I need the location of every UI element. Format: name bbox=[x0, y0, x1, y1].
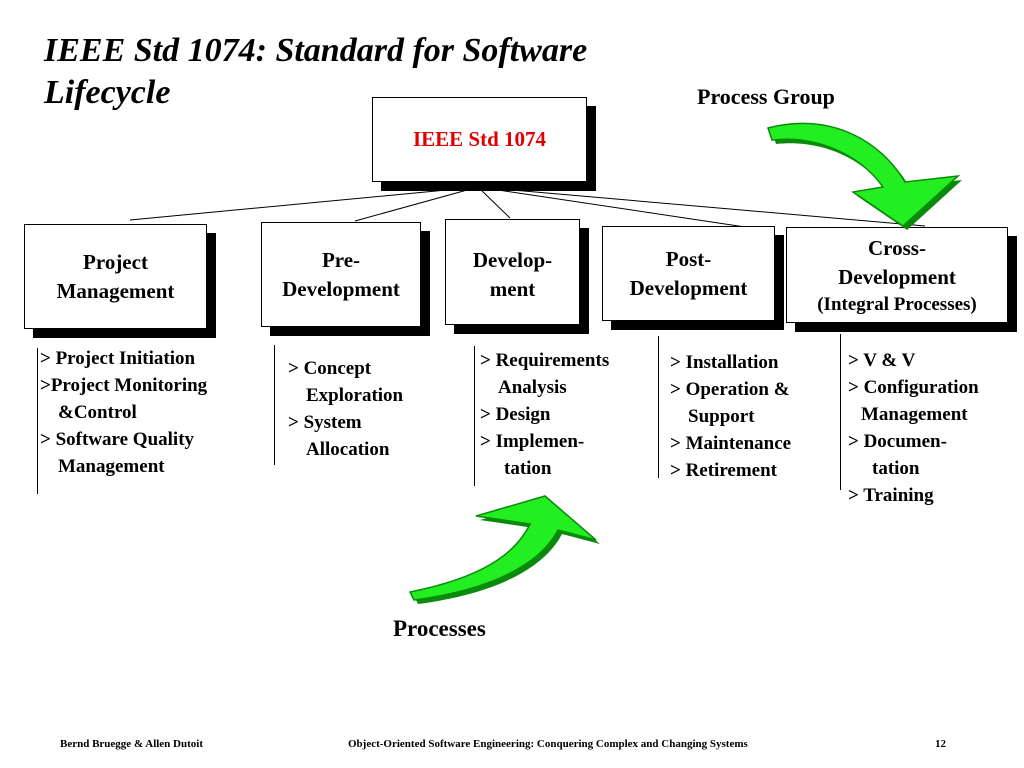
footer-page-number: 12 bbox=[935, 738, 946, 750]
root-standard-box: IEEE Std 1074 bbox=[372, 97, 587, 182]
process-list-post-development: > Installation > Operation & Support > M… bbox=[670, 349, 791, 484]
footer-book-title: Object-Oriented Software Engineering: Co… bbox=[348, 738, 748, 750]
process-item: > Requirements bbox=[480, 350, 610, 371]
slide-title: IEEE Std 1074: Standard for Software Lif… bbox=[44, 30, 724, 114]
process-item: > Retirement bbox=[670, 460, 778, 481]
process-item: > System bbox=[288, 412, 362, 433]
group-title-line: Development bbox=[838, 264, 956, 289]
group-title-line: Development bbox=[282, 276, 400, 301]
process-item: Exploration bbox=[306, 385, 404, 406]
process-item: > Installation bbox=[670, 352, 779, 373]
group-subtitle: (Integral Processes) bbox=[817, 293, 977, 315]
process-group-label-word-1: Process bbox=[697, 84, 768, 109]
process-item: Management bbox=[861, 404, 968, 425]
connector-cross-development bbox=[477, 186, 926, 227]
group-box-post-development: Post- Development bbox=[602, 226, 775, 321]
connector-pre-development bbox=[354, 186, 479, 222]
footer-authors: Bernd Bruegge & Allen Dutoit bbox=[60, 738, 203, 750]
process-item: Analysis bbox=[498, 377, 567, 398]
process-item: > Concept bbox=[288, 358, 372, 379]
group-title-line: Cross- bbox=[868, 235, 926, 260]
process-item: > Project Initiation bbox=[40, 348, 196, 369]
process-item: > Configuration bbox=[848, 377, 979, 398]
group-box-development: Develop- ment bbox=[445, 219, 580, 325]
process-item: > Design bbox=[480, 404, 551, 425]
process-item: Support bbox=[688, 406, 755, 427]
slide-title-line-1: IEEE Std 1074: Standard for Software bbox=[44, 32, 588, 69]
group-title-line: Develop- bbox=[472, 248, 553, 272]
group-box-project-management: Project Management bbox=[24, 224, 207, 329]
list-rule-post-development bbox=[658, 336, 659, 478]
group-title-line: Development bbox=[629, 275, 748, 300]
group-title-line: ment bbox=[489, 277, 536, 301]
group-title-line: Project bbox=[83, 249, 148, 274]
process-item: > Implemen- bbox=[480, 431, 585, 452]
process-item: tation bbox=[872, 458, 920, 479]
process-item: > Software Quality bbox=[40, 429, 195, 450]
list-rule-development bbox=[474, 346, 475, 486]
group-box-cross-development: Cross- Development (Integral Processes) bbox=[786, 227, 1008, 323]
list-rule-pre-development bbox=[274, 345, 275, 465]
group-title-line: Management bbox=[56, 278, 175, 303]
process-item: > Training bbox=[848, 485, 934, 506]
connector-development bbox=[477, 186, 511, 219]
group-box-pre-development: Pre- Development bbox=[261, 222, 421, 327]
process-group-label: Process Group bbox=[697, 84, 835, 110]
process-item: >Project Monitoring bbox=[40, 375, 208, 396]
connector-post-development bbox=[477, 186, 746, 228]
group-title-line: Pre- bbox=[321, 247, 361, 272]
list-rule-project-management bbox=[37, 348, 38, 494]
process-list-development: > Requirements Analysis > Design > Imple… bbox=[480, 347, 609, 482]
processes-arrow-icon bbox=[408, 495, 600, 604]
list-rule-cross-development bbox=[840, 334, 841, 490]
process-list-pre-development: > Concept Exploration > System Allocatio… bbox=[288, 355, 403, 463]
processes-label: Processes bbox=[393, 616, 486, 641]
process-item: &Control bbox=[58, 402, 137, 423]
process-item: Management bbox=[58, 456, 165, 477]
root-standard-label: IEEE Std 1074 bbox=[412, 127, 547, 151]
slide-title-line-2: Lifecycle bbox=[44, 74, 171, 111]
process-item: > Documen- bbox=[848, 431, 947, 452]
process-group-arrow-icon bbox=[767, 122, 962, 230]
process-item: > Maintenance bbox=[670, 433, 792, 454]
process-item: Allocation bbox=[306, 439, 390, 460]
process-list-cross-development: > V & V > Configuration Management > Doc… bbox=[848, 347, 979, 509]
process-list-project-management: > Project Initiation >Project Monitoring… bbox=[40, 345, 207, 480]
group-title-line: Post- bbox=[665, 246, 712, 271]
connector-project-management bbox=[129, 186, 479, 221]
process-item: > V & V bbox=[848, 350, 916, 371]
process-group-label-word-2: Group bbox=[772, 84, 835, 109]
process-item: tation bbox=[504, 458, 552, 479]
process-item: > Operation & bbox=[670, 379, 790, 400]
